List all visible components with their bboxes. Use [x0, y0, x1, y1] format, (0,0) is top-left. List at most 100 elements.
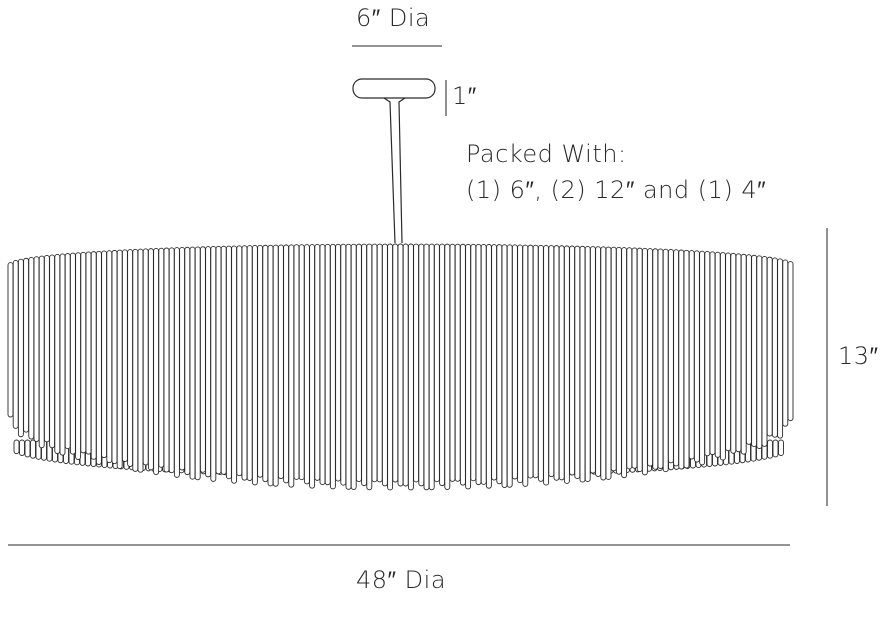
fringe-rod [267, 244, 274, 487]
fringe-rod [101, 250, 108, 459]
fringe-rod [111, 249, 118, 465]
fringe-rod [517, 244, 524, 484]
fringe-rod [771, 257, 778, 438]
fringe-rod-back [772, 439, 779, 458]
fringe-rod [449, 243, 456, 482]
fringe-rod [615, 246, 622, 475]
fringe-rod-back [767, 439, 773, 459]
fringe-rod [381, 243, 388, 487]
fringe-rod-back [19, 439, 25, 456]
fringe-rod [641, 247, 648, 476]
canopy-diameter-label: 6″ Dia [356, 4, 431, 32]
fringe-rod [59, 253, 66, 456]
fringe-rod [636, 247, 643, 473]
fringe-rod [158, 247, 165, 468]
fringe-rod [366, 243, 373, 491]
fringe-rod [704, 251, 711, 457]
fringe-rod [662, 248, 669, 473]
fringe-rod [106, 250, 113, 464]
fringe-rod [231, 245, 238, 484]
fringe-rod [335, 243, 342, 482]
fringe-rod [371, 243, 378, 483]
fringe-rod [725, 252, 732, 452]
fringe-rod [262, 244, 269, 483]
fringe-rod [345, 243, 352, 490]
fringe-rod [480, 243, 487, 485]
fringe-rod [667, 249, 674, 464]
fringe-rod [215, 245, 222, 475]
fringe-rod [189, 246, 196, 480]
fringe-rod [413, 243, 420, 483]
fringe-rod [714, 251, 721, 458]
fringe-rod [548, 245, 555, 478]
fringe-rod [75, 252, 82, 461]
fringe-rod [647, 248, 654, 467]
canopy [352, 78, 436, 99]
fringe-rod [501, 244, 508, 488]
fringe-rod [355, 243, 362, 483]
fringe-rod [350, 243, 357, 490]
fringe-rod [459, 243, 466, 486]
fringe-rod [584, 245, 591, 483]
fringe-rod [397, 243, 404, 487]
fringe-rod [579, 245, 586, 483]
fringe-rod [80, 251, 87, 454]
fringe-rod [491, 244, 498, 481]
fringe-rod [220, 245, 227, 475]
fringe-rod [678, 249, 685, 470]
fringe-rod [251, 245, 258, 486]
fringe-rod [470, 243, 477, 482]
fringe-rod [465, 243, 472, 490]
fringe-rod [54, 253, 61, 454]
fringe-rod [241, 245, 248, 481]
fringe-rod [574, 245, 581, 480]
fringe-rod [153, 247, 160, 476]
fringe-rod [751, 254, 758, 448]
fringe-rod [719, 252, 726, 461]
fringe-rod-back [30, 439, 36, 459]
fringe-rod [600, 246, 607, 481]
fringe-rod [257, 244, 264, 478]
fringe-rod [428, 243, 435, 491]
fringe-rod [787, 261, 794, 422]
fringe-rod [33, 256, 40, 442]
fringe-rod [23, 257, 30, 433]
fringe-rod [423, 243, 430, 491]
fringe-rod [376, 243, 383, 483]
fringe-rod [387, 243, 394, 491]
fringe-rod [777, 258, 784, 439]
fringe-rod [605, 246, 612, 480]
fringe-rod [407, 243, 414, 491]
fringe-rod [142, 248, 149, 466]
canopy-height-label: 1″ [452, 82, 477, 110]
fringe-rod [127, 249, 134, 467]
fringe-rod [168, 247, 175, 474]
fringe-rod [277, 244, 284, 480]
fringe-rod [288, 244, 295, 488]
fringe-rod [735, 253, 742, 453]
fringe-rod [688, 250, 695, 460]
fringe-rod [95, 250, 102, 465]
fringe-rod [38, 255, 45, 449]
fringe-rod [511, 244, 518, 480]
fringe-rod [236, 245, 243, 477]
fringe-rod [657, 248, 664, 469]
fringe-rod [683, 249, 690, 469]
fringe-rod [147, 248, 154, 471]
fringe-rod [454, 243, 461, 482]
fringe-rod [272, 244, 279, 487]
fringe-rod [444, 243, 451, 490]
fringe-rod [709, 251, 716, 456]
fringe-rod [522, 244, 529, 487]
packed-with-contents: (1) 6″, (2) 12″ and (1) 4″ [466, 176, 767, 204]
fringe-rod [621, 247, 628, 479]
fringe-rod-back [778, 439, 784, 456]
fringe-rod [184, 246, 191, 476]
fringe-rod [329, 243, 336, 490]
fringe-rod [116, 249, 123, 470]
fringe-rod [730, 252, 737, 454]
fringe-rod [225, 245, 232, 480]
fringe-rod [756, 255, 763, 450]
fringe-rod [673, 249, 680, 467]
